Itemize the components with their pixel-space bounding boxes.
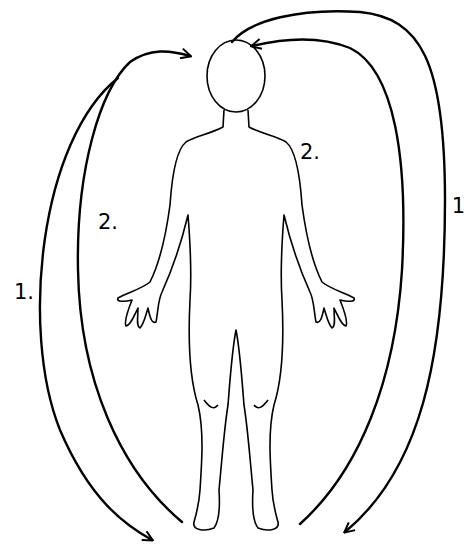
right-inner-arrow xyxy=(252,40,403,525)
callout-number: 1 xyxy=(452,196,465,217)
flow-arrows xyxy=(40,11,445,540)
human-outline xyxy=(118,40,355,530)
callout-number: 2. xyxy=(300,142,320,163)
left-inner-arrow xyxy=(78,51,190,522)
callout-number: 2. xyxy=(98,212,118,233)
callout-number: 1. xyxy=(14,282,34,303)
right-outer-arrow xyxy=(232,11,445,532)
